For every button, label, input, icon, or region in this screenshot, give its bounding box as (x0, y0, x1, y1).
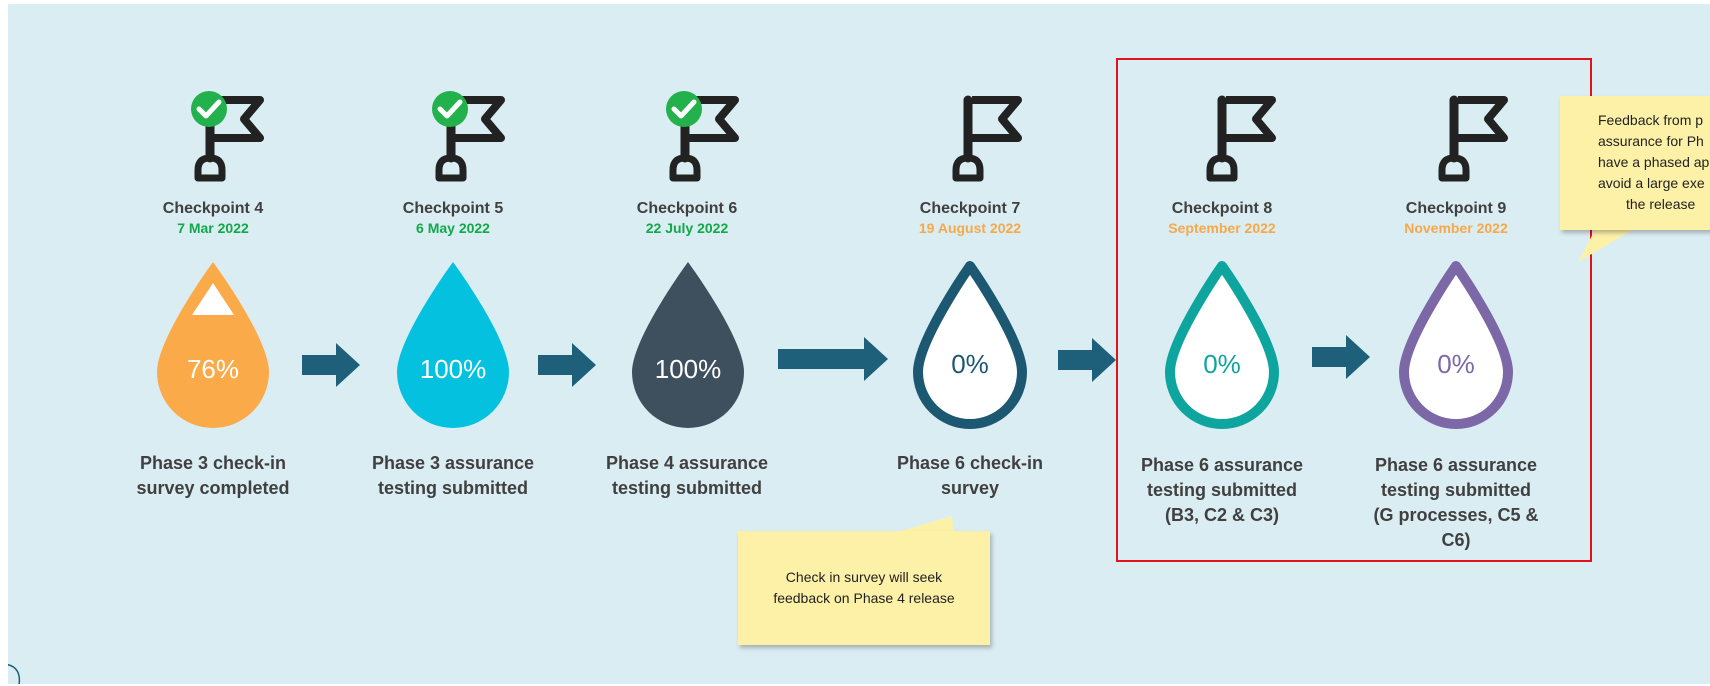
checkpoint-date: 6 May 2022 (416, 220, 490, 236)
checkpoint-date: 7 Mar 2022 (177, 220, 249, 236)
progress-drop (632, 262, 744, 428)
description-line: testing submitted (377, 478, 528, 498)
note-feedback: Feedback from p assurance for Ph have a … (1560, 96, 1710, 230)
description-line: survey (940, 478, 1000, 498)
progress-value: 100% (654, 354, 722, 384)
slide-canvas: Checkpoint 4 7 Mar 2022 76% Phase 3 chec… (8, 4, 1710, 684)
check-badge-icon (191, 91, 227, 127)
note-line: have a phased ap (1598, 154, 1710, 170)
note-checkin-survey: Check in survey will seek feedback on Ph… (738, 531, 990, 645)
checkpoint-description: Phase 3 assurance testing submitted (353, 451, 553, 501)
arrow-right-icon (1312, 335, 1370, 379)
checkpoint-description: Phase 4 assurance testing submitted (587, 451, 787, 501)
note-line: the release (1626, 196, 1696, 212)
progress-drop (913, 261, 1027, 429)
highlight-box (1116, 58, 1592, 562)
checkpoint-title: Checkpoint 5 (402, 200, 504, 217)
check-badge-icon (666, 91, 702, 127)
callout-pointer (1578, 228, 1636, 262)
description-line: Phase 6 check-in (896, 453, 1044, 473)
arrow-right-icon (778, 337, 888, 381)
arrow-right-icon (1058, 338, 1116, 382)
progress-drop (157, 262, 269, 428)
arrow-right-icon (302, 343, 360, 387)
description-line: testing submitted (611, 478, 762, 498)
note-line: Check in survey will seek (785, 569, 943, 585)
checkpoint-date: 19 August 2022 (918, 220, 1022, 236)
description-line: Phase 6 assurance (1374, 455, 1538, 475)
progress-value: 100% (419, 354, 487, 384)
flag-icon (952, 95, 1022, 182)
description-line: survey completed (136, 478, 290, 498)
description-line: Phase 3 assurance (371, 453, 535, 473)
progress-drop (1165, 261, 1279, 429)
note-line: Feedback from p (1598, 112, 1704, 128)
progress-value: 0% (1203, 349, 1241, 379)
checkpoint-title: Checkpoint 7 (919, 200, 1021, 217)
checkpoint-title: Checkpoint 6 (636, 200, 738, 217)
description-line: Phase 4 assurance (605, 453, 769, 473)
flag-icon (1206, 95, 1276, 182)
note-line: assurance for Ph (1598, 133, 1704, 149)
checkpoint-description: Phase 6 assurance testing submitted (G p… (1356, 453, 1556, 553)
decorative-swoosh (8, 663, 21, 684)
description-line: Phase 3 check-in (139, 453, 287, 473)
checkpoint-title: Checkpoint 9 (1405, 200, 1507, 217)
description-line: (G processes, C5 & (1373, 505, 1539, 525)
checkpoint-description: Phase 3 check-in survey completed (113, 451, 313, 501)
checkpoint-description: Phase 6 check-in survey (870, 451, 1070, 501)
progress-drop (397, 262, 509, 428)
progress-value: 0% (951, 349, 989, 379)
arrow-right-icon (538, 343, 596, 387)
description-line: C6) (1441, 530, 1471, 550)
description-line: Phase 6 assurance (1140, 455, 1304, 475)
description-line: (B3, C2 & C3) (1164, 505, 1280, 525)
progress-drop (1399, 261, 1513, 429)
note-line: feedback on Phase 4 release (773, 590, 955, 606)
checkpoint-title: Checkpoint 8 (1171, 200, 1273, 217)
warning-triangle-icon (192, 283, 234, 315)
note-line: avoid a large exe (1598, 175, 1705, 191)
checkpoint-date: November 2022 (1404, 220, 1508, 236)
flag-icon (1438, 95, 1508, 182)
checkpoint-date: September 2022 (1168, 220, 1276, 236)
description-line: testing submitted (1380, 480, 1531, 500)
check-badge-icon (432, 91, 468, 127)
progress-value: 76% (186, 354, 240, 384)
description-line: testing submitted (1146, 480, 1297, 500)
checkpoint-description: Phase 6 assurance testing submitted (B3,… (1122, 453, 1322, 528)
progress-value: 0% (1437, 349, 1475, 379)
checkpoint-title: Checkpoint 4 (162, 200, 264, 217)
checkpoint-date: 22 July 2022 (645, 220, 729, 236)
